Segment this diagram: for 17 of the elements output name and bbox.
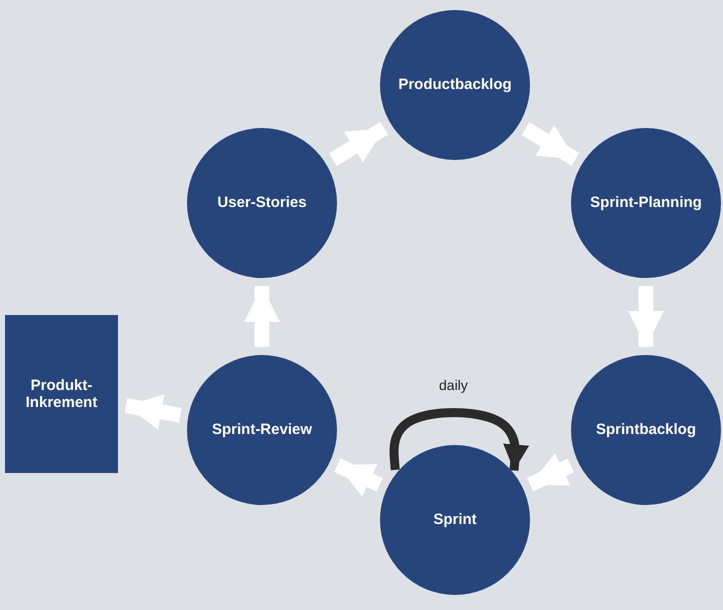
block-arrow	[124, 394, 182, 430]
block-arrow	[334, 458, 383, 497]
node-label: Sprintbacklog	[596, 421, 696, 439]
node-label: Sprint-Review	[212, 421, 312, 439]
node-label: User-Stories	[217, 194, 307, 212]
block-arrow	[522, 122, 580, 166]
node-label: Sprint	[433, 511, 477, 529]
node-label: Produkt-Inkrement	[24, 376, 98, 412]
node-label: Sprint-Planning	[590, 194, 702, 212]
result-box	[5, 315, 118, 473]
edge-label: daily	[437, 377, 470, 393]
block-arrow	[628, 286, 664, 347]
node-label: Productbacklog	[398, 76, 512, 94]
loop-arrow	[390, 408, 530, 471]
block-arrow	[328, 122, 388, 166]
block-arrow	[244, 286, 280, 347]
block-arrow	[526, 453, 574, 492]
